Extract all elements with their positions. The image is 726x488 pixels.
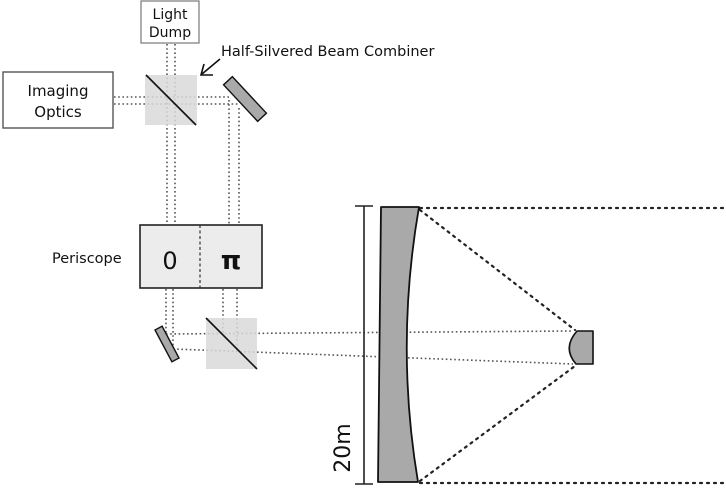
light-dump-label-line2: Dump [149, 25, 191, 41]
phase-pi-label: π [221, 246, 242, 276]
secondary-mirror [568, 330, 594, 365]
light-dump-label-line1: Light [153, 7, 188, 23]
imaging-optics-label-line1: Imaging [28, 82, 89, 100]
beam-combiner-label: Half-Silvered Beam Combiner [221, 44, 434, 60]
fold-mirror-lower [154, 325, 180, 363]
primary-mirror [377, 206, 420, 483]
phase-zero-label: 0 [162, 247, 177, 275]
imaging-optics: Imaging Optics [2, 71, 114, 129]
beam-combiner-upper [145, 74, 197, 126]
focus-line [418, 208, 577, 332]
periscope: 0 π [139, 224, 263, 289]
periscope-label: Periscope [52, 251, 122, 267]
fold-mirror-upper [222, 75, 268, 123]
scale-bar: 20m [331, 205, 373, 485]
beam-splitter-lower [205, 317, 258, 370]
scale-label: 20m [331, 423, 356, 472]
pointer-arrow-icon [199, 58, 221, 76]
light-dump: Light Dump [140, 0, 200, 44]
focus-line [418, 364, 577, 483]
imaging-optics-label-line2: Optics [34, 103, 82, 121]
